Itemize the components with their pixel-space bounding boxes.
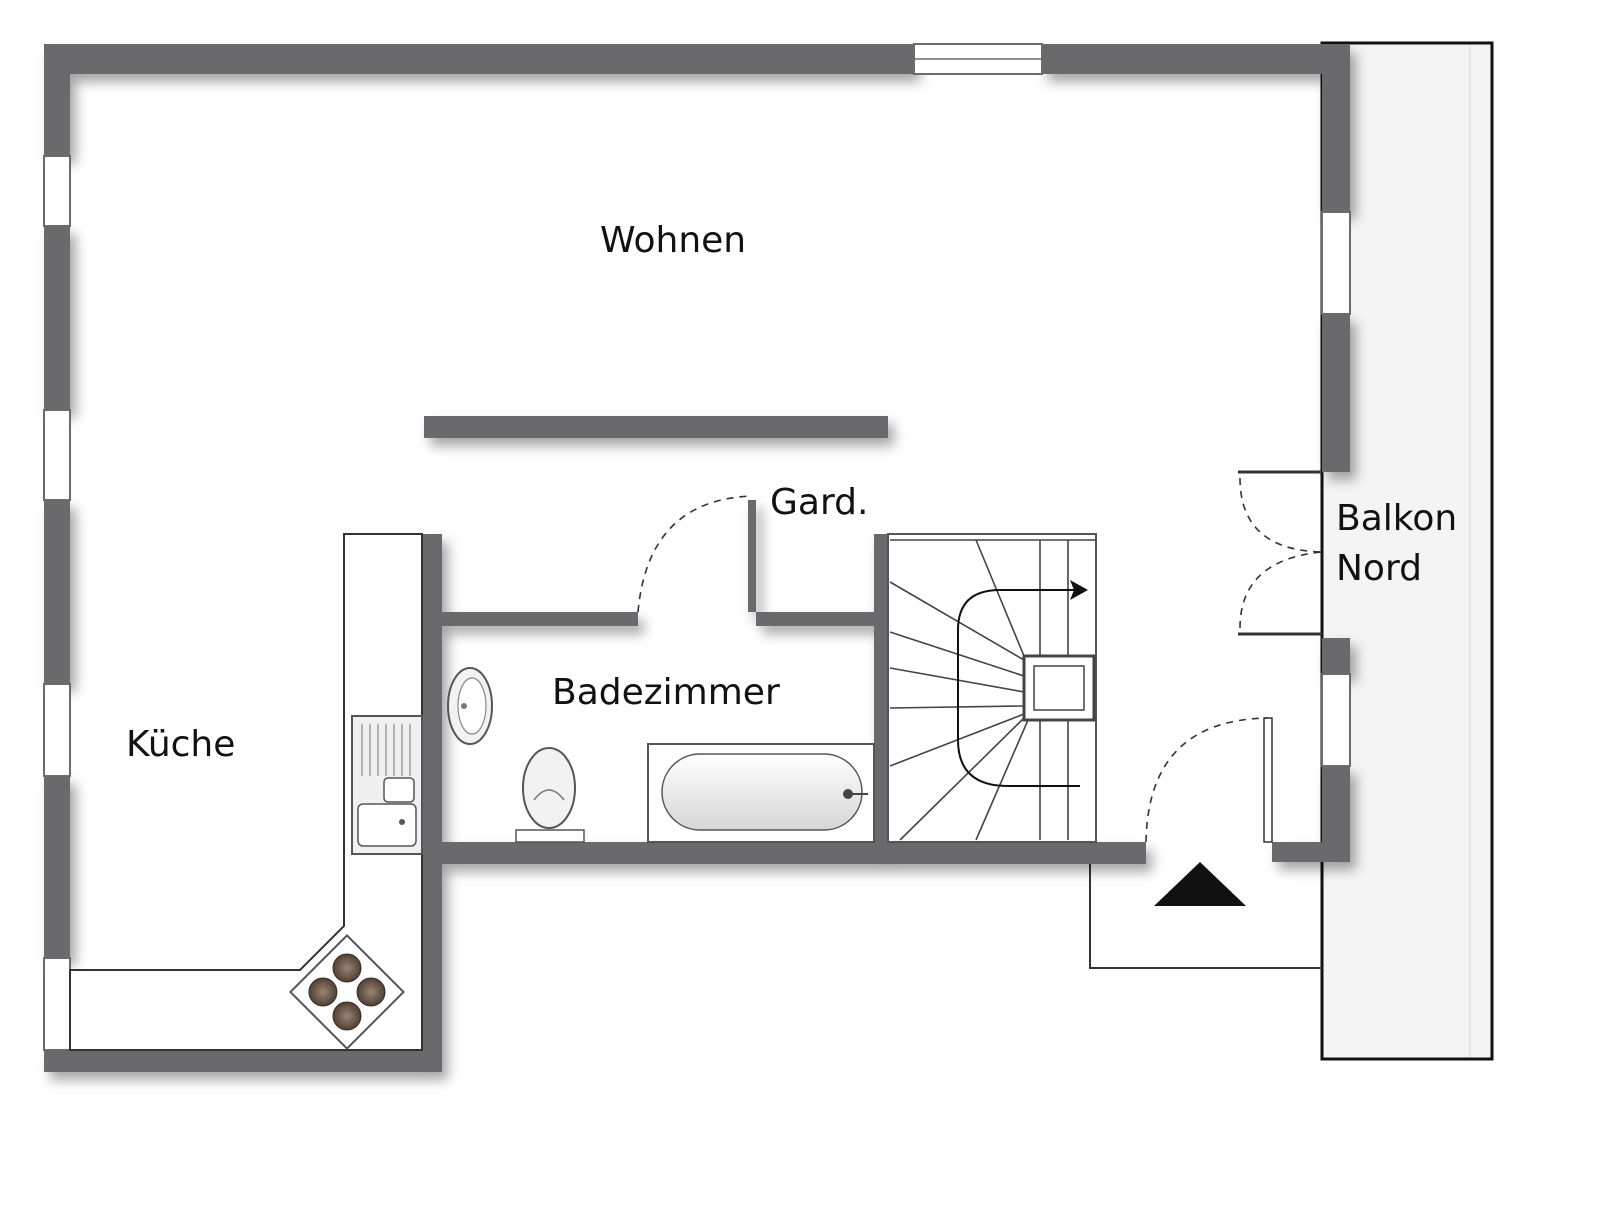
stove-plate (289, 934, 405, 1050)
toilet-bowl (522, 747, 576, 829)
balcony-door-swing-top (1239, 477, 1323, 553)
room-label-badezimmer: Badezimmer (552, 672, 780, 713)
window-right-2 (1321, 673, 1351, 767)
room-label-kueche: Küche (126, 724, 235, 765)
window-left-1 (43, 155, 71, 227)
wall-right-2 (1322, 314, 1350, 472)
stove-burner (356, 977, 386, 1007)
kitchen-sink-drainboard (361, 724, 411, 776)
wall-bath-top-left (440, 612, 638, 626)
wall-left-2 (44, 226, 70, 410)
wall-garderobe-stub (748, 500, 756, 612)
toilet-seat (533, 789, 565, 801)
entrance-door-leaf (1263, 717, 1273, 843)
stair-treads (889, 539, 1096, 841)
stove-icon (289, 934, 405, 1050)
stair-tread (975, 719, 1029, 841)
bathroom-fixtures (447, 667, 875, 843)
balcony-door (1238, 470, 1323, 636)
bathroom-door-swing (637, 495, 753, 613)
washbasin-inner (457, 677, 487, 735)
entrance-landing-outline (1089, 862, 1322, 969)
wall-top-left (44, 44, 914, 74)
wall-left-1 (44, 44, 70, 156)
toilet-tank (515, 829, 585, 843)
room-label-balkon-line2: Nord (1336, 548, 1422, 589)
washbasin-drain (461, 703, 467, 709)
entrance-door-swing (1145, 717, 1269, 843)
bathroom-door (637, 495, 753, 613)
window-right-1 (1321, 211, 1351, 315)
wall-bottom (44, 1050, 440, 1072)
entrance-door (1145, 717, 1273, 843)
stair-direction-arrow-icon (957, 580, 1088, 787)
stair-path-line (957, 589, 1080, 787)
kitchen-counter (69, 533, 423, 1051)
kitchen-sink-basin-large (357, 803, 417, 847)
wall-kitchen-right (422, 534, 442, 1072)
stove-burner (308, 977, 338, 1007)
wall-top-right (1042, 44, 1350, 74)
stair-newel-inner (1033, 665, 1085, 711)
wall-stair-left (874, 534, 888, 844)
wall-right-1 (1322, 44, 1350, 212)
stair-tread (975, 539, 1025, 657)
wall-living-partition (424, 416, 888, 438)
windows (43, 43, 1351, 1051)
stair-tread (889, 581, 1025, 661)
balcony-door-swing-bottom (1239, 551, 1323, 629)
wall-left-3 (44, 500, 70, 684)
stair-arrowhead (1070, 580, 1088, 600)
washbasin-icon (447, 667, 493, 745)
window-left-2 (43, 409, 71, 501)
wall-left-4 (44, 776, 70, 958)
kitchen-sink-basin-small (383, 777, 415, 803)
wall-entrance-stub (1272, 842, 1350, 862)
entrance-arrow-icon (1154, 862, 1246, 906)
stove-burner (332, 953, 362, 983)
room-label-wohnen: Wohnen (600, 220, 746, 261)
wall-corridor-bottom (422, 842, 1146, 864)
toilet-icon (515, 747, 585, 843)
wall-right-3 (1322, 638, 1350, 674)
room-label-garderobe: Gard. (770, 482, 868, 523)
kitchen-sink-icon (351, 715, 423, 855)
stair-tread (899, 717, 1025, 841)
bathtub-basin (661, 753, 863, 831)
window-left-3 (43, 683, 71, 777)
window-left-4 (43, 957, 71, 1051)
bathtub-icon (647, 743, 875, 843)
kitchen-sink-drain (399, 819, 405, 825)
stove-burner (332, 1001, 362, 1031)
walls (44, 44, 1350, 1072)
staircase (887, 533, 1097, 843)
wall-bath-top-right (756, 612, 876, 626)
room-label-balkon-line1: Balkon (1336, 498, 1457, 539)
